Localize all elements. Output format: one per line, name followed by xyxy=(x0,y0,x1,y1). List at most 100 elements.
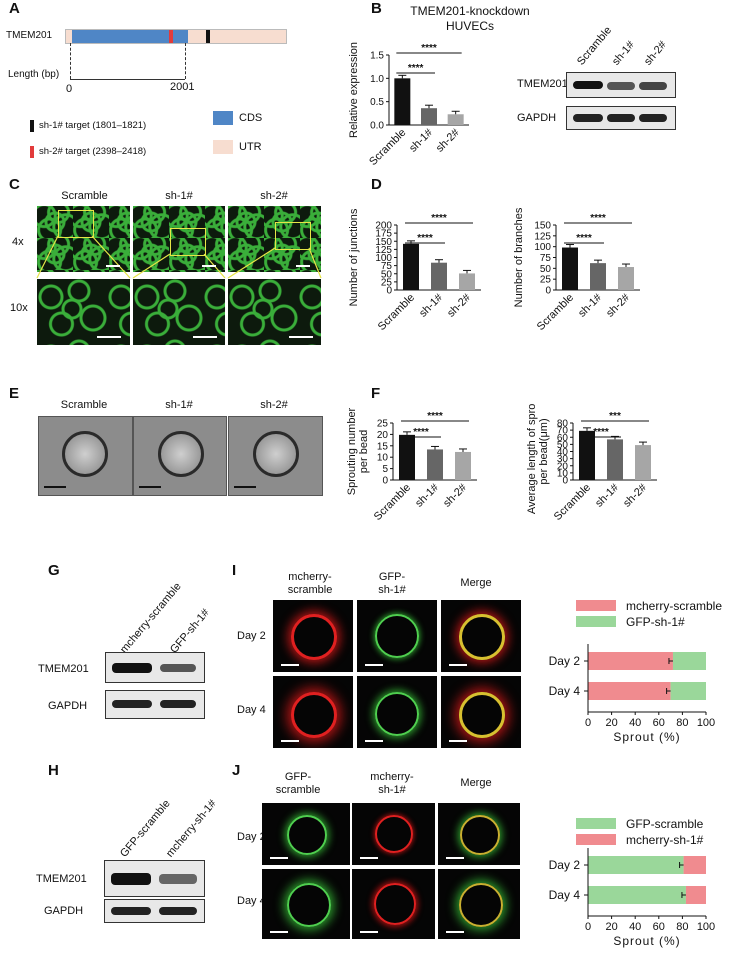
y-axis-label: Number of branches xyxy=(513,207,525,307)
y-tick-label: 100 xyxy=(375,253,392,264)
cds-legend: CDS xyxy=(239,112,263,124)
y-tick-label: 25 xyxy=(540,275,552,286)
y-axis-label: per bead xyxy=(358,430,370,473)
i-row-day4: Day 4 xyxy=(237,704,266,716)
panel-label-b: B xyxy=(371,0,382,17)
c-zoom-box-1 xyxy=(58,210,94,238)
g-row-tmem201: TMEM201 xyxy=(38,663,89,675)
scale-bar xyxy=(365,664,383,666)
bar-segment-GFP-sh-1# xyxy=(670,682,706,700)
significance-label: **** xyxy=(413,427,429,438)
e-col-sh1: sh-1# xyxy=(165,399,193,411)
bar-Scramble xyxy=(403,243,419,290)
y-tick-label: 200 xyxy=(375,221,392,232)
y-tick-label: 75 xyxy=(381,261,393,272)
sh1-legend-swatch xyxy=(30,120,34,132)
length-label: Length (bp) xyxy=(8,69,60,80)
bar-sh-2# xyxy=(447,114,464,125)
bar-Scramble xyxy=(579,430,595,480)
utr-legend-swatch xyxy=(213,140,233,154)
category-label: sh-2# xyxy=(445,291,474,320)
b-lane-sh2: sh-2# xyxy=(642,38,669,68)
b-lane-sh1: sh-1# xyxy=(610,38,637,68)
i-image-green-day2 xyxy=(357,600,437,672)
sh2-marker xyxy=(169,30,173,43)
scale-bar xyxy=(360,931,378,933)
bar-segment-mcherry-scramble xyxy=(588,652,673,670)
h-blot-tmem201 xyxy=(104,860,205,897)
y-axis-label: per bead(μm) xyxy=(538,418,550,484)
y-tick-label: 50 xyxy=(540,264,552,275)
cds-legend-swatch xyxy=(213,111,233,125)
scale-bar xyxy=(449,664,467,666)
e-image-scramble xyxy=(38,416,133,496)
y-tick-label: 10 xyxy=(557,468,569,479)
y-tick-label: 175 xyxy=(375,229,392,240)
y-tick-label: 30 xyxy=(557,454,569,465)
category-label: sh-1# xyxy=(407,126,436,155)
category-label: sh-2# xyxy=(621,481,650,510)
x-tick-label: 0 xyxy=(585,921,591,933)
category-label: Scramble xyxy=(372,482,413,523)
legend-label: GFP-scramble xyxy=(626,817,704,831)
bar-segment-GFP-scramble xyxy=(588,856,684,874)
b-blot-label-gapdh: GAPDH xyxy=(517,112,557,124)
y-tick-label: 1.5 xyxy=(370,51,384,62)
bar-Scramble xyxy=(562,247,578,290)
g-lane-gfp-sh1: GFP-sh-1# xyxy=(168,606,212,656)
x-axis-label: Sprout (%) xyxy=(613,934,680,948)
panel-label-f: F xyxy=(371,385,381,402)
y-tick-label: 0.5 xyxy=(370,97,384,108)
x-tick-label: 40 xyxy=(629,921,641,933)
scale-bar xyxy=(360,857,378,859)
x-tick-label: 60 xyxy=(653,717,665,729)
e-col-scramble: Scramble xyxy=(60,399,108,411)
tick-2001: 2001 xyxy=(170,81,195,93)
dash-left xyxy=(70,43,71,79)
significance-label: **** xyxy=(408,63,424,74)
y-axis-label: Sprouting number xyxy=(346,407,358,495)
bar-sh-1# xyxy=(421,108,437,125)
bar-sh-1# xyxy=(590,263,606,290)
category-label: Day 2 xyxy=(549,858,581,872)
y-tick-label: 0.0 xyxy=(370,121,384,132)
category-label: sh-1# xyxy=(593,481,622,510)
scale-bar xyxy=(281,664,299,666)
c-image-sh2-10x xyxy=(228,279,321,345)
category-label: sh-1# xyxy=(413,481,442,510)
legend-label: mcherry-sh-1# xyxy=(626,833,704,847)
j-col-mcherry-sh1: mcherry- sh-1# xyxy=(370,771,414,796)
x-axis-label: Sprout (%) xyxy=(613,730,680,744)
scale-bar xyxy=(202,265,216,267)
j-image-merge-day2 xyxy=(438,803,520,865)
y-tick-label: 125 xyxy=(534,231,551,242)
e-image-sh1 xyxy=(133,416,227,496)
c-col-sh2: sh-2# xyxy=(260,190,288,202)
significance-label: **** xyxy=(431,213,447,224)
h-row-tmem201: TMEM201 xyxy=(36,873,87,885)
c-zoom-lines xyxy=(36,235,322,279)
legend-swatch xyxy=(576,834,616,845)
category-label: sh-2# xyxy=(441,481,470,510)
b-lane-scramble: Scramble xyxy=(575,24,615,68)
significance-label: **** xyxy=(421,43,437,54)
c-zoom-box-2 xyxy=(170,228,206,256)
y-tick-label: 5 xyxy=(382,464,388,475)
y-tick-label: 150 xyxy=(534,221,551,232)
j-image-green-day4 xyxy=(262,869,350,939)
y-tick-label: 25 xyxy=(377,419,389,430)
legend-swatch xyxy=(576,616,616,627)
bar-segment-mcherry-sh-1# xyxy=(683,856,706,874)
y-tick-label: 50 xyxy=(381,269,393,280)
sh1-legend: sh-1# target (1801–1821) xyxy=(39,120,147,131)
panel-label-g: G xyxy=(48,562,60,579)
scale-bar xyxy=(97,336,121,338)
category-label: sh-1# xyxy=(417,291,446,320)
y-tick-label: 75 xyxy=(540,253,552,264)
h-row-gapdh: GAPDH xyxy=(44,905,84,917)
utr-left xyxy=(66,30,72,43)
panel-label-c: C xyxy=(9,176,20,193)
b-title-2: HUVECs xyxy=(445,19,494,33)
